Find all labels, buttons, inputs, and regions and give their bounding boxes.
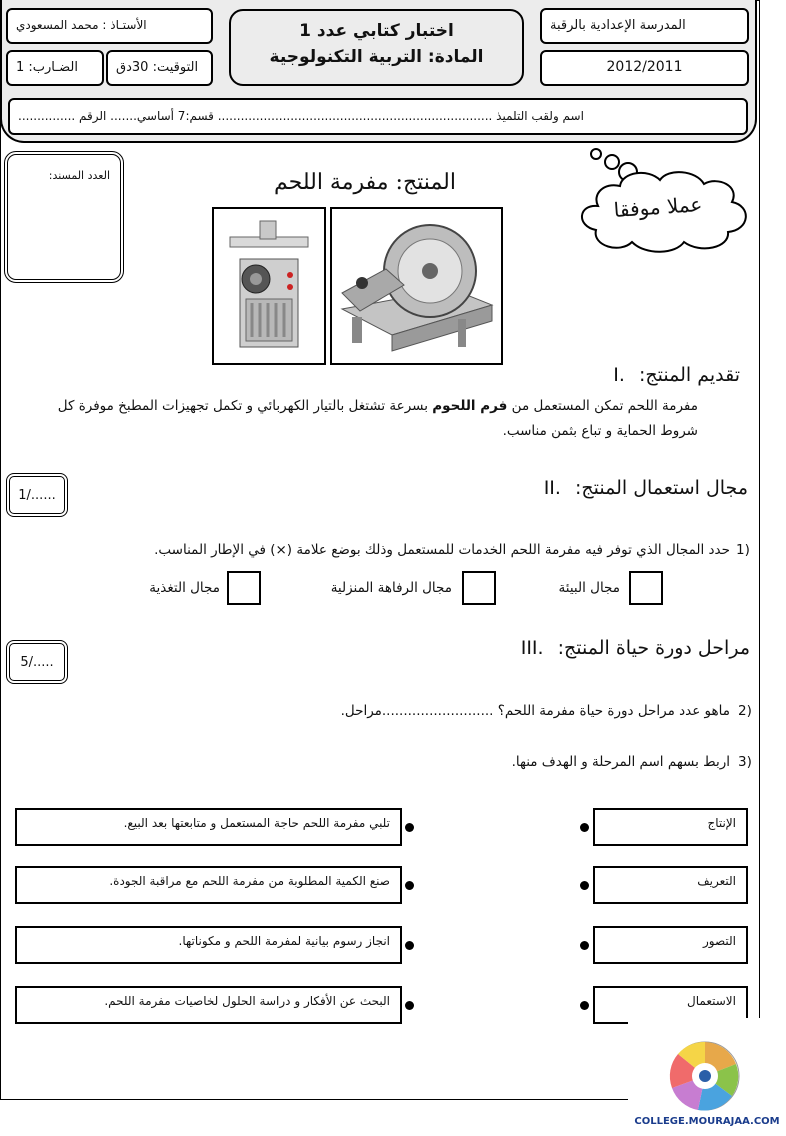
section2-number: .II bbox=[543, 477, 561, 499]
question3-text: اربط بسهم اسم المرحلة و الهدف منها. bbox=[511, 754, 730, 770]
school-name: المدرسة الإعدادية بالرقبة bbox=[540, 8, 749, 44]
thought-cloud bbox=[581, 148, 747, 253]
option-nutrition: مجال التغذية bbox=[149, 580, 220, 596]
section1-title: تقديم المنتج: .I bbox=[560, 364, 740, 386]
question2-number: 2) bbox=[738, 703, 752, 719]
watermark-text: COLLEGE.MOURAJAA.COM bbox=[634, 1116, 780, 1127]
question2-text: ماهو عدد مراحل دورة حياة مفرمة اللحم؟ ..… bbox=[340, 703, 730, 719]
section2-score-box: 1/...... bbox=[6, 473, 68, 517]
option-environment: مجال البيئة bbox=[558, 580, 620, 596]
goal-dot-1[interactable] bbox=[405, 823, 414, 832]
school-year: 2012/2011 bbox=[540, 50, 749, 86]
subject-title: المادة: التربية التكنولوجية bbox=[269, 47, 484, 67]
exam-title: اختبار كتابي عدد 1 bbox=[299, 21, 454, 41]
question1-number: 1) bbox=[736, 542, 750, 558]
question1-text: حدد المجال الذي توفر فيه مفرمة اللحم الخ… bbox=[154, 542, 730, 558]
section1-para-end: بسرعة تشتغل بالتيار الكهربائي و تكمل تجه… bbox=[57, 398, 698, 439]
goal-dot-2[interactable] bbox=[405, 881, 414, 890]
goal-2: صنع الكمية المطلوبة من مفرمة اللحم مع مر… bbox=[15, 866, 402, 904]
checkbox-home-comfort[interactable] bbox=[462, 571, 496, 605]
option-home-comfort: مجال الرفاهة المنزلية bbox=[330, 580, 452, 596]
goal-3: انجاز رسوم بيانية لمفرمة اللحم و مكوناته… bbox=[15, 926, 402, 964]
watermark-area: COLLEGE.MOURAJAA.COM bbox=[628, 1018, 786, 1136]
goal-dot-4[interactable] bbox=[405, 1001, 414, 1010]
checkbox-environment[interactable] bbox=[629, 571, 663, 605]
section3-score-box: 5/..... bbox=[6, 640, 68, 684]
section3-number: .III bbox=[520, 637, 544, 659]
section2-title-text: مجال استعمال المنتج: bbox=[575, 477, 748, 499]
goal-1: تلبي مفرمة اللحم حاجة المستعمل و متابعته… bbox=[15, 808, 402, 846]
grade-box-label: العدد المسند: bbox=[48, 169, 110, 182]
meat-grinder-photo bbox=[212, 207, 326, 365]
section1-para-bold: فرم اللحوم bbox=[432, 398, 508, 414]
stage-dot-3[interactable] bbox=[580, 941, 589, 950]
section1-para-start: مفرمة اللحم تمكن المستعمل من bbox=[507, 398, 698, 414]
section1-title-text: تقديم المنتج: bbox=[638, 364, 740, 386]
goal-dot-3[interactable] bbox=[405, 941, 414, 950]
goal-4: البحث عن الأفكار و دراسة الحلول لخاصيات … bbox=[15, 986, 402, 1024]
stage-dot-2[interactable] bbox=[580, 881, 589, 890]
checkbox-nutrition[interactable] bbox=[227, 571, 261, 605]
question3-number: 3) bbox=[738, 754, 752, 770]
mouraja-logo-icon bbox=[669, 1041, 740, 1111]
student-info-line: اسم ولقب التلميذ .......................… bbox=[8, 98, 748, 135]
section3-title: مراحل دورة حياة المنتج: .III bbox=[470, 637, 750, 659]
exam-title-box: اختبار كتابي عدد 1 المادة: التربية التكن… bbox=[229, 9, 524, 86]
section3-title-text: مراحل دورة حياة المنتج: bbox=[557, 637, 750, 659]
stage-dot-1[interactable] bbox=[580, 823, 589, 832]
meat-slicer-photo bbox=[330, 207, 503, 365]
duration: التوقيت: 30دق bbox=[106, 50, 213, 86]
section1-paragraph: مفرمة اللحم تمكن المستعمل من فرم اللحوم … bbox=[30, 394, 698, 444]
stage-production: الإنتاج bbox=[593, 808, 748, 846]
stage-definition: التعريف bbox=[593, 866, 748, 904]
section2-title: مجال استعمال المنتج: .II bbox=[500, 477, 748, 499]
product-heading: المنتج: مفرمة اللحم bbox=[274, 170, 456, 195]
section1-number: .I bbox=[613, 364, 625, 386]
grade-box: العدد المسند: bbox=[4, 151, 124, 283]
stage-dot-4[interactable] bbox=[580, 1001, 589, 1010]
teacher-name: الأستـاذ : محمد المسعودي bbox=[6, 8, 213, 44]
stage-usage: الاستعمال bbox=[593, 986, 748, 1024]
coefficient: الضـارب: 1 bbox=[6, 50, 104, 86]
stage-design: التصور bbox=[593, 926, 748, 964]
